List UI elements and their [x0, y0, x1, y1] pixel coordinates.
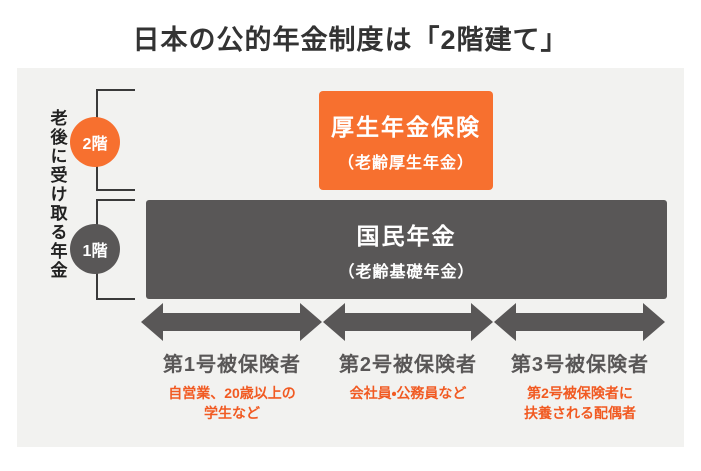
national-pension-box: 国民年金 （老齢基礎年金）: [146, 200, 667, 299]
employees-pension-title: 厚生年金保険: [331, 114, 481, 140]
floor1-badge: 1階: [70, 224, 120, 274]
diagram-card: 老後に受け取る年金 2階 1階 厚生年金保険 （老齢厚生年金） 国民年金 （老齢…: [17, 68, 684, 447]
range-arrow-category3-icon: [494, 303, 665, 341]
arrow-body: [514, 313, 645, 331]
side-axis-label: 老後に受け取る年金: [47, 109, 67, 280]
category3-label: 第3号被保険者: [510, 354, 650, 376]
category3-note: 第2号被保険者に 扶養される配偶者: [524, 385, 636, 421]
floor2-badge: 2階: [70, 117, 120, 167]
range-arrow-category2-icon: [323, 303, 493, 341]
national-pension-subtitle: （老齢基礎年金）: [338, 264, 475, 281]
arrow-body: [161, 313, 302, 331]
employees-pension-subtitle: （老齢厚生年金）: [337, 155, 474, 172]
national-pension-title: 国民年金: [356, 223, 457, 249]
category1-note: 自営業、20歳以上の 学生など: [168, 385, 296, 421]
arrow-body: [343, 313, 473, 331]
category1-label: 第1号被保険者: [162, 354, 302, 376]
category2-label: 第2号被保険者: [338, 354, 478, 376]
category2-note: 会社員・公務員など: [349, 385, 467, 401]
employees-pension-box: 厚生年金保険 （老齢厚生年金）: [319, 91, 493, 190]
range-arrow-category1-icon: [141, 303, 322, 341]
page-title: 日本の公的年金制度は「2階建て」: [132, 25, 569, 55]
